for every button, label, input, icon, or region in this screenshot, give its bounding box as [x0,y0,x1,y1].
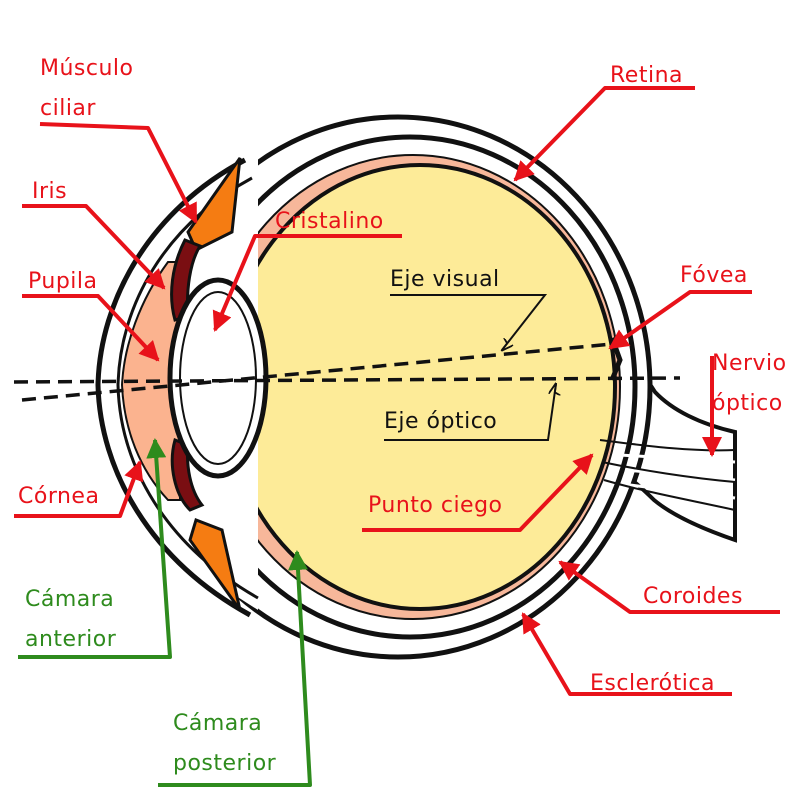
cristalino-leader [212,234,402,332]
label-musculo-ciliar-line: Músculo [40,56,134,81]
coroides-leader [558,560,780,614]
label-pupila-line: Pupila [28,269,98,294]
label-coroides-line: Coroides [643,584,743,609]
label-eje-optico-line: Eje óptico [384,409,497,434]
punto-ciego-leader [362,453,594,532]
lens-inner [179,291,257,465]
label-punto-ciego-line: Punto ciego [368,493,503,518]
label-eje-optico: Eje óptico [384,409,497,434]
fovea-leader [608,290,752,350]
eje-visual-leader [390,294,548,350]
cornea-outline-inner [116,176,259,600]
label-musculo-ciliar: Músculo ciliar [40,56,134,121]
pupila-leader [22,294,160,362]
iris-leader [22,204,166,290]
label-camara-posterior: Cámara posterior [173,711,277,776]
label-coroides: Coroides [643,584,743,609]
label-esclerotica-line: Esclerótica [590,671,715,696]
camara-anterior-leader [18,438,172,659]
label-iris: Iris [32,179,67,204]
label-eje-visual: Eje visual [390,267,500,292]
cornea-outline-outer [95,157,252,618]
label-camara-anterior-line: anterior [25,627,117,652]
label-iris-line: Iris [32,179,67,204]
label-nervio-optico-line: Nervio [712,351,787,376]
musculo-ciliar-leader [39,122,198,224]
label-camara-posterior-line: posterior [173,751,277,776]
label-fovea: Fóvea [680,263,748,288]
label-camara-posterior-line: Cámara [173,711,262,736]
label-pupila: Pupila [28,269,98,294]
ciliary-muscle-bottom [188,518,242,611]
label-camara-anterior-line: Cámara [25,587,114,612]
iris-bottom [170,438,205,512]
label-retina-line: Retina [610,63,683,88]
retina-leader [513,86,695,182]
optic-axis-line [13,376,681,384]
visual-axis-line [21,342,613,402]
label-leaders [14,86,780,787]
esclerotica-leader [521,612,732,696]
label-nervio-optico-line: óptico [712,391,783,416]
cornea-leader [14,460,144,518]
label-cristalino-line: Cristalino [275,209,384,234]
eje-optico-leader [384,384,556,441]
label-musculo-ciliar-line: ciliar [40,96,96,121]
label-nervio-optico: Nervio óptico [712,351,787,416]
label-cornea: Córnea [18,484,99,509]
label-eje-visual-line: Eje visual [390,267,500,292]
label-camara-anterior: Cámara anterior [25,587,117,652]
label-punto-ciego: Punto ciego [368,493,503,518]
label-fovea-line: Fóvea [680,263,748,288]
label-esclerotica: Esclerótica [590,671,715,696]
label-cristalino: Cristalino [275,209,384,234]
camara-posterior-leader [158,550,312,787]
label-cornea-line: Córnea [18,484,99,509]
label-retina: Retina [610,63,683,88]
